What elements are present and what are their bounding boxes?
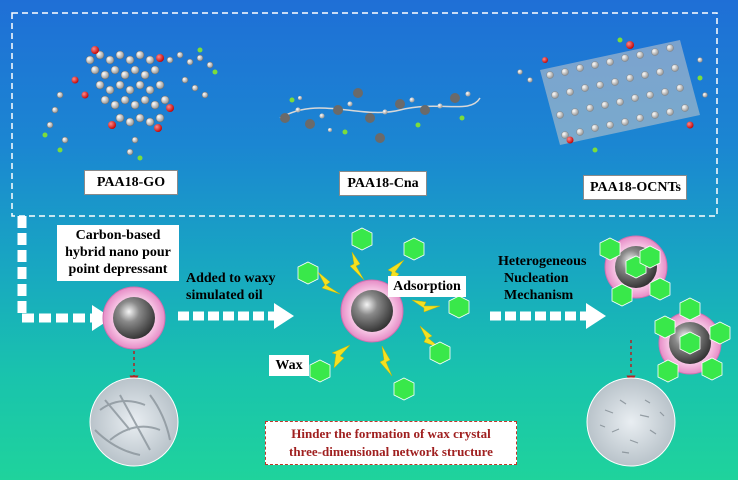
panel-connector-arrow — [17, 216, 112, 331]
step-added-text: Added to waxy simulated oil — [186, 270, 275, 304]
molecule-panel-border — [11, 12, 718, 217]
wax-crystal-micrograph-after — [586, 377, 676, 467]
mechanism-line-2: Nucleation — [504, 271, 569, 286]
depressant-label: Carbon-based hybrid nano pour point depr… — [57, 225, 179, 281]
mechanism-line-3: Mechanism — [504, 288, 574, 303]
label-paa18-go: PAA18-GO — [84, 170, 178, 195]
cna-molecule-image — [279, 88, 481, 143]
hinder-network-box: Hinder the formation of wax crystal thre… — [265, 421, 517, 465]
adsorption-bolts — [317, 251, 441, 377]
depressant-line-1: Carbon-based — [75, 228, 161, 243]
mechanism-line-1: Heterogeneous — [498, 254, 587, 269]
nanoparticle-adsorption — [340, 279, 404, 343]
nanoparticle-initial — [102, 286, 166, 350]
ocnt-molecule-image — [517, 37, 708, 153]
arrow-to-waxy-oil — [178, 303, 294, 329]
arrow-to-nucleation — [490, 303, 606, 329]
mechanism-text: Heterogeneous Nucleation Mechanism — [498, 253, 586, 304]
label-paa18-cna: PAA18-Cna — [339, 171, 427, 196]
wax-crystal-micrograph-before — [89, 377, 179, 467]
depressant-line-2: hybrid nano pour — [65, 245, 171, 260]
depressant-line-3: point depressant — [68, 262, 168, 277]
wax-label: Wax — [269, 355, 309, 376]
step-added-line-1: Added to waxy — [186, 271, 276, 286]
label-paa18-ocnts: PAA18-OCNTs — [583, 175, 687, 200]
go-molecule-image — [42, 46, 218, 161]
hinder-line-1: Hinder the formation of wax crystal — [291, 426, 491, 441]
adsorption-label: Adsorption — [388, 276, 466, 297]
wax-molecules-nucleated — [599, 237, 731, 383]
hinder-line-2: three-dimensional network structure — [289, 444, 493, 459]
step-added-line-2: simulated oil — [186, 288, 263, 303]
wax-molecules-free — [297, 227, 470, 401]
